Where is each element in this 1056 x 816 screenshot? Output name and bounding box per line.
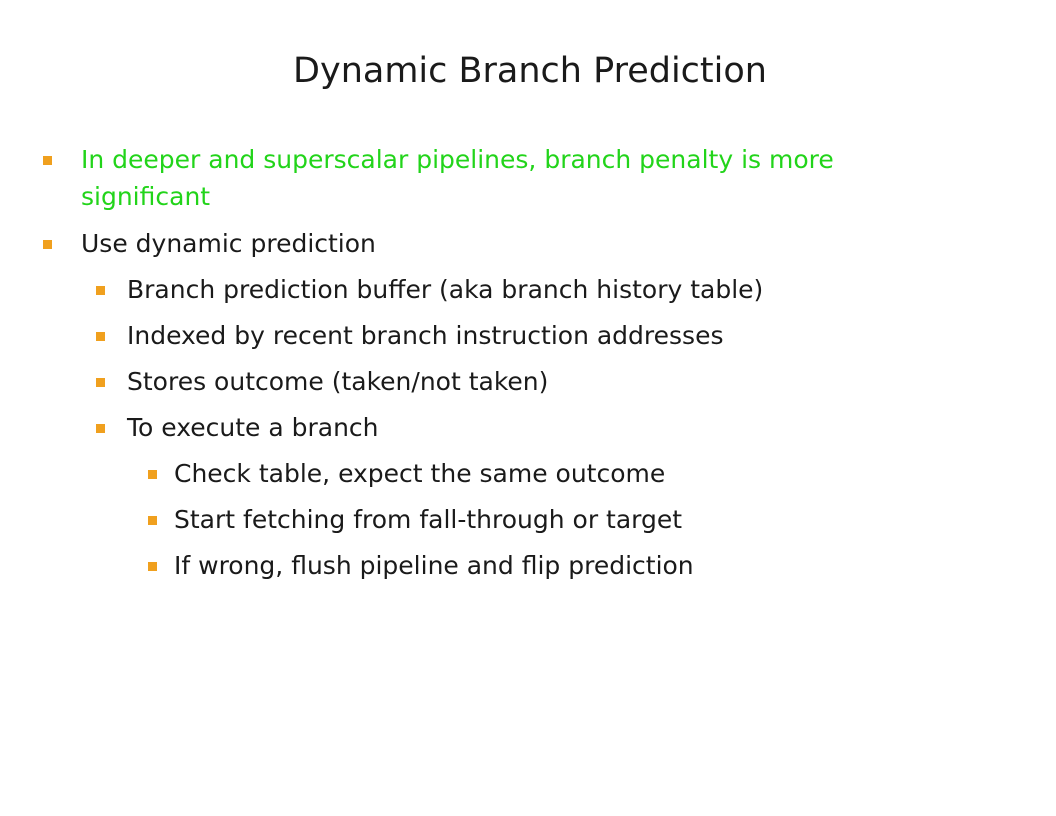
- bullet-text: Check table, expect the same outcome: [174, 459, 666, 488]
- slide-title: Dynamic Branch Prediction: [293, 51, 767, 91]
- bullet-text: Start fetching from fall-through or targ…: [174, 505, 683, 534]
- square-bullet-icon: [43, 156, 52, 165]
- square-bullet-icon: [148, 562, 157, 571]
- bullet-text: Branch prediction buffer (aka branch his…: [127, 275, 764, 304]
- square-bullet-icon: [96, 378, 105, 387]
- square-bullet-icon: [43, 240, 52, 249]
- square-bullet-icon: [96, 332, 105, 341]
- square-bullet-icon: [96, 424, 105, 433]
- bullet-text: Stores outcome (taken/not taken): [127, 367, 549, 396]
- bullet-text: In deeper and superscalar pipelines, bra…: [81, 145, 834, 174]
- square-bullet-icon: [148, 470, 157, 479]
- bullet-text: significant: [81, 182, 211, 211]
- square-bullet-icon: [148, 516, 157, 525]
- bullet-text: If wrong, flush pipeline and flip predic…: [174, 551, 694, 580]
- bullet-text: To execute a branch: [127, 413, 379, 442]
- bullet-text: Use dynamic prediction: [81, 229, 376, 258]
- square-bullet-icon: [96, 286, 105, 295]
- bullet-text: Indexed by recent branch instruction add…: [127, 321, 724, 350]
